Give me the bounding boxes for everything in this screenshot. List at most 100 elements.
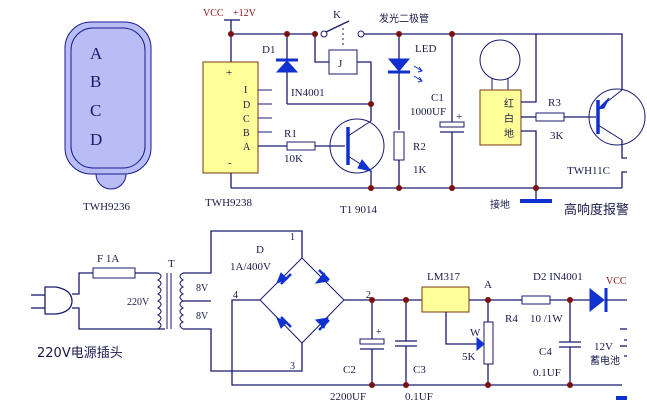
pot-wiper-arrow <box>476 336 485 352</box>
transistor-twh11c: TWH11C <box>567 88 646 188</box>
led-title: 发光二极管 <box>379 12 429 25</box>
pot-body[interactable] <box>483 321 494 365</box>
led-body <box>387 58 411 72</box>
c1-name: C1 <box>431 92 444 104</box>
junction-dot <box>396 31 402 37</box>
secondary-top-voltage: 8V <box>196 283 209 294</box>
c4-value: 0.1UF <box>533 367 561 379</box>
alarm-module: 红 白 地 <box>479 34 537 188</box>
r1-value: 10K <box>284 153 303 165</box>
psu-ground-rail <box>231 299 622 386</box>
twh11c-ground-lead <box>621 171 627 188</box>
led: LED <box>387 34 436 130</box>
vcc-label: VCC <box>203 8 224 19</box>
junction-dot <box>567 297 573 303</box>
junction-dot <box>284 31 290 37</box>
diode-d1: D1 IN4001 <box>262 34 325 104</box>
junction-dot <box>485 382 491 388</box>
plug-label: 220V电源插头 <box>37 346 123 361</box>
junction-dot <box>312 31 318 37</box>
top-junctions <box>228 31 539 191</box>
psu-junctions <box>369 297 573 388</box>
alarm-red-wire <box>521 34 537 103</box>
junction-dot <box>368 185 374 191</box>
receiver-pin-b: B <box>243 128 250 139</box>
transformer: T 220V 8V 8V <box>127 258 209 330</box>
r4-name: R4 <box>505 313 518 325</box>
remote-button-d[interactable]: D <box>90 130 102 149</box>
relay-coil-top-wire <box>314 34 329 63</box>
twh11c-emitter-arrow <box>596 97 610 110</box>
alarm-pin-white: 白 <box>504 112 514 125</box>
lm317-adjust-wire <box>445 312 477 345</box>
remote-inner-outline <box>70 27 146 169</box>
bridge-diode-4-bar <box>318 319 330 331</box>
node-2-label: 2 <box>366 290 371 301</box>
plug-neutral-wire <box>72 307 165 330</box>
remote-keyring-tab <box>95 173 127 190</box>
capacitor-c3: C3 0.1UF <box>395 300 433 403</box>
relay-contact-left[interactable] <box>320 30 328 38</box>
r4-body <box>521 295 551 305</box>
bridge-diode-3 <box>276 317 288 329</box>
d1-name: D1 <box>262 44 275 56</box>
lm317-label: LM317 <box>427 271 461 283</box>
node-a-label: A <box>484 279 492 291</box>
d1-part: IN4001 <box>291 87 325 99</box>
receiver-pin-d: D <box>243 100 250 111</box>
remote-button-a[interactable]: A <box>90 44 103 63</box>
fuse-label: F 1A <box>97 253 119 265</box>
led-name: LED <box>415 43 436 55</box>
c1-plate-top <box>439 121 465 128</box>
junction-dot <box>369 297 375 303</box>
junction-dot <box>369 382 375 388</box>
r3-name: R3 <box>548 97 561 109</box>
relay-coil-label: J <box>338 58 343 70</box>
remote-button-b[interactable]: B <box>90 72 101 91</box>
c1-value: 1000UF <box>410 106 446 118</box>
receiver-pin-i: I <box>244 85 247 96</box>
remote-control: A B C D TWH9236 <box>64 21 152 213</box>
r2-name: R2 <box>413 141 426 153</box>
bridge-rating: 1A/400V <box>230 261 271 273</box>
relay: K J <box>314 9 372 104</box>
primary-winding <box>157 272 162 330</box>
secondary-top-wire <box>183 230 303 274</box>
c4-name: C4 <box>539 346 552 358</box>
transformer-label: T <box>168 258 175 270</box>
battery: 12V 蓄电池 <box>590 328 627 400</box>
vcc-voltage: +12V <box>233 8 257 19</box>
bridge-diode-2-bar <box>318 269 330 281</box>
psu-vcc-label: VCC <box>606 276 627 287</box>
bridge-rectifier: D 1A/400V 1 2 3 4 <box>230 232 371 372</box>
lm317-regulator: LM317 <box>421 271 519 352</box>
receiver-module: + - I D C B A TWH9238 <box>202 61 272 209</box>
c2-plate-top <box>359 338 385 345</box>
d1-body <box>275 60 299 73</box>
receiver-label: TWH9238 <box>205 197 253 209</box>
battery-voltage: 12V <box>594 341 613 353</box>
remote-button-c[interactable]: C <box>90 101 101 120</box>
fuse-body <box>92 267 136 279</box>
c2-value: 2200UF <box>330 391 366 403</box>
c1-plus: + <box>456 111 462 123</box>
c3-value: 0.1UF <box>405 391 433 403</box>
battery-label: 蓄电池 <box>590 354 620 367</box>
junction-dot <box>567 382 573 388</box>
alarm-ground-wire <box>521 130 537 188</box>
capacitor-c1: + C1 1000UF <box>410 34 465 188</box>
r1-body <box>286 141 316 151</box>
receiver-pin-c: C <box>243 114 250 125</box>
led-light-arrows-icon <box>413 65 423 83</box>
relay-contact-right[interactable] <box>357 30 365 38</box>
t1-collector <box>347 120 372 137</box>
power-plug: 220V电源插头 <box>31 272 165 361</box>
secondary-winding <box>179 272 184 330</box>
alarm-title: 高响度报警 <box>564 202 629 218</box>
r4-value: 10 /1W <box>530 313 563 325</box>
capacitor-c4: C4 0.1UF <box>533 300 581 385</box>
r2-body <box>393 131 405 161</box>
transistor-t1: T1 9014 <box>329 104 385 216</box>
secondary-bottom-wire <box>183 328 303 372</box>
twh11c-envelope <box>588 88 646 146</box>
